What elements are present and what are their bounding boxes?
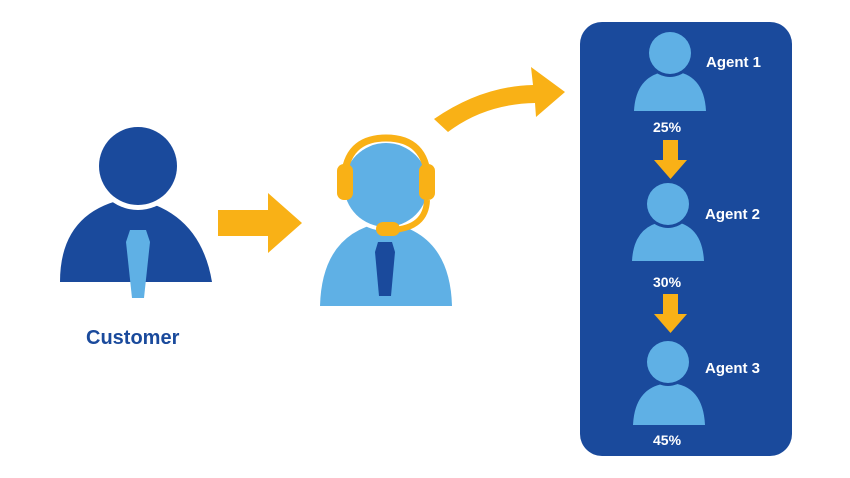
curved-arrow-icon (434, 67, 565, 132)
agent-1-share: 25% (653, 119, 682, 135)
arrow-right-icon (218, 193, 302, 253)
agent-2-share: 30% (653, 274, 682, 290)
agent-person-icon (632, 180, 704, 261)
arrow-down-icon (654, 294, 687, 333)
arrow-down-icon (654, 140, 687, 179)
agent-person-icon (634, 29, 706, 111)
agent-3-share: 45% (653, 432, 682, 448)
agent-3-name: Agent 3 (705, 360, 761, 377)
agent-person-icon (633, 338, 705, 425)
agent-2-name: Agent 2 (705, 206, 761, 223)
customer-person-icon (60, 122, 212, 298)
customer-label: Customer (86, 327, 180, 349)
support-operator-headset-icon (320, 134, 452, 306)
agent-1-name: Agent 1 (706, 54, 762, 71)
